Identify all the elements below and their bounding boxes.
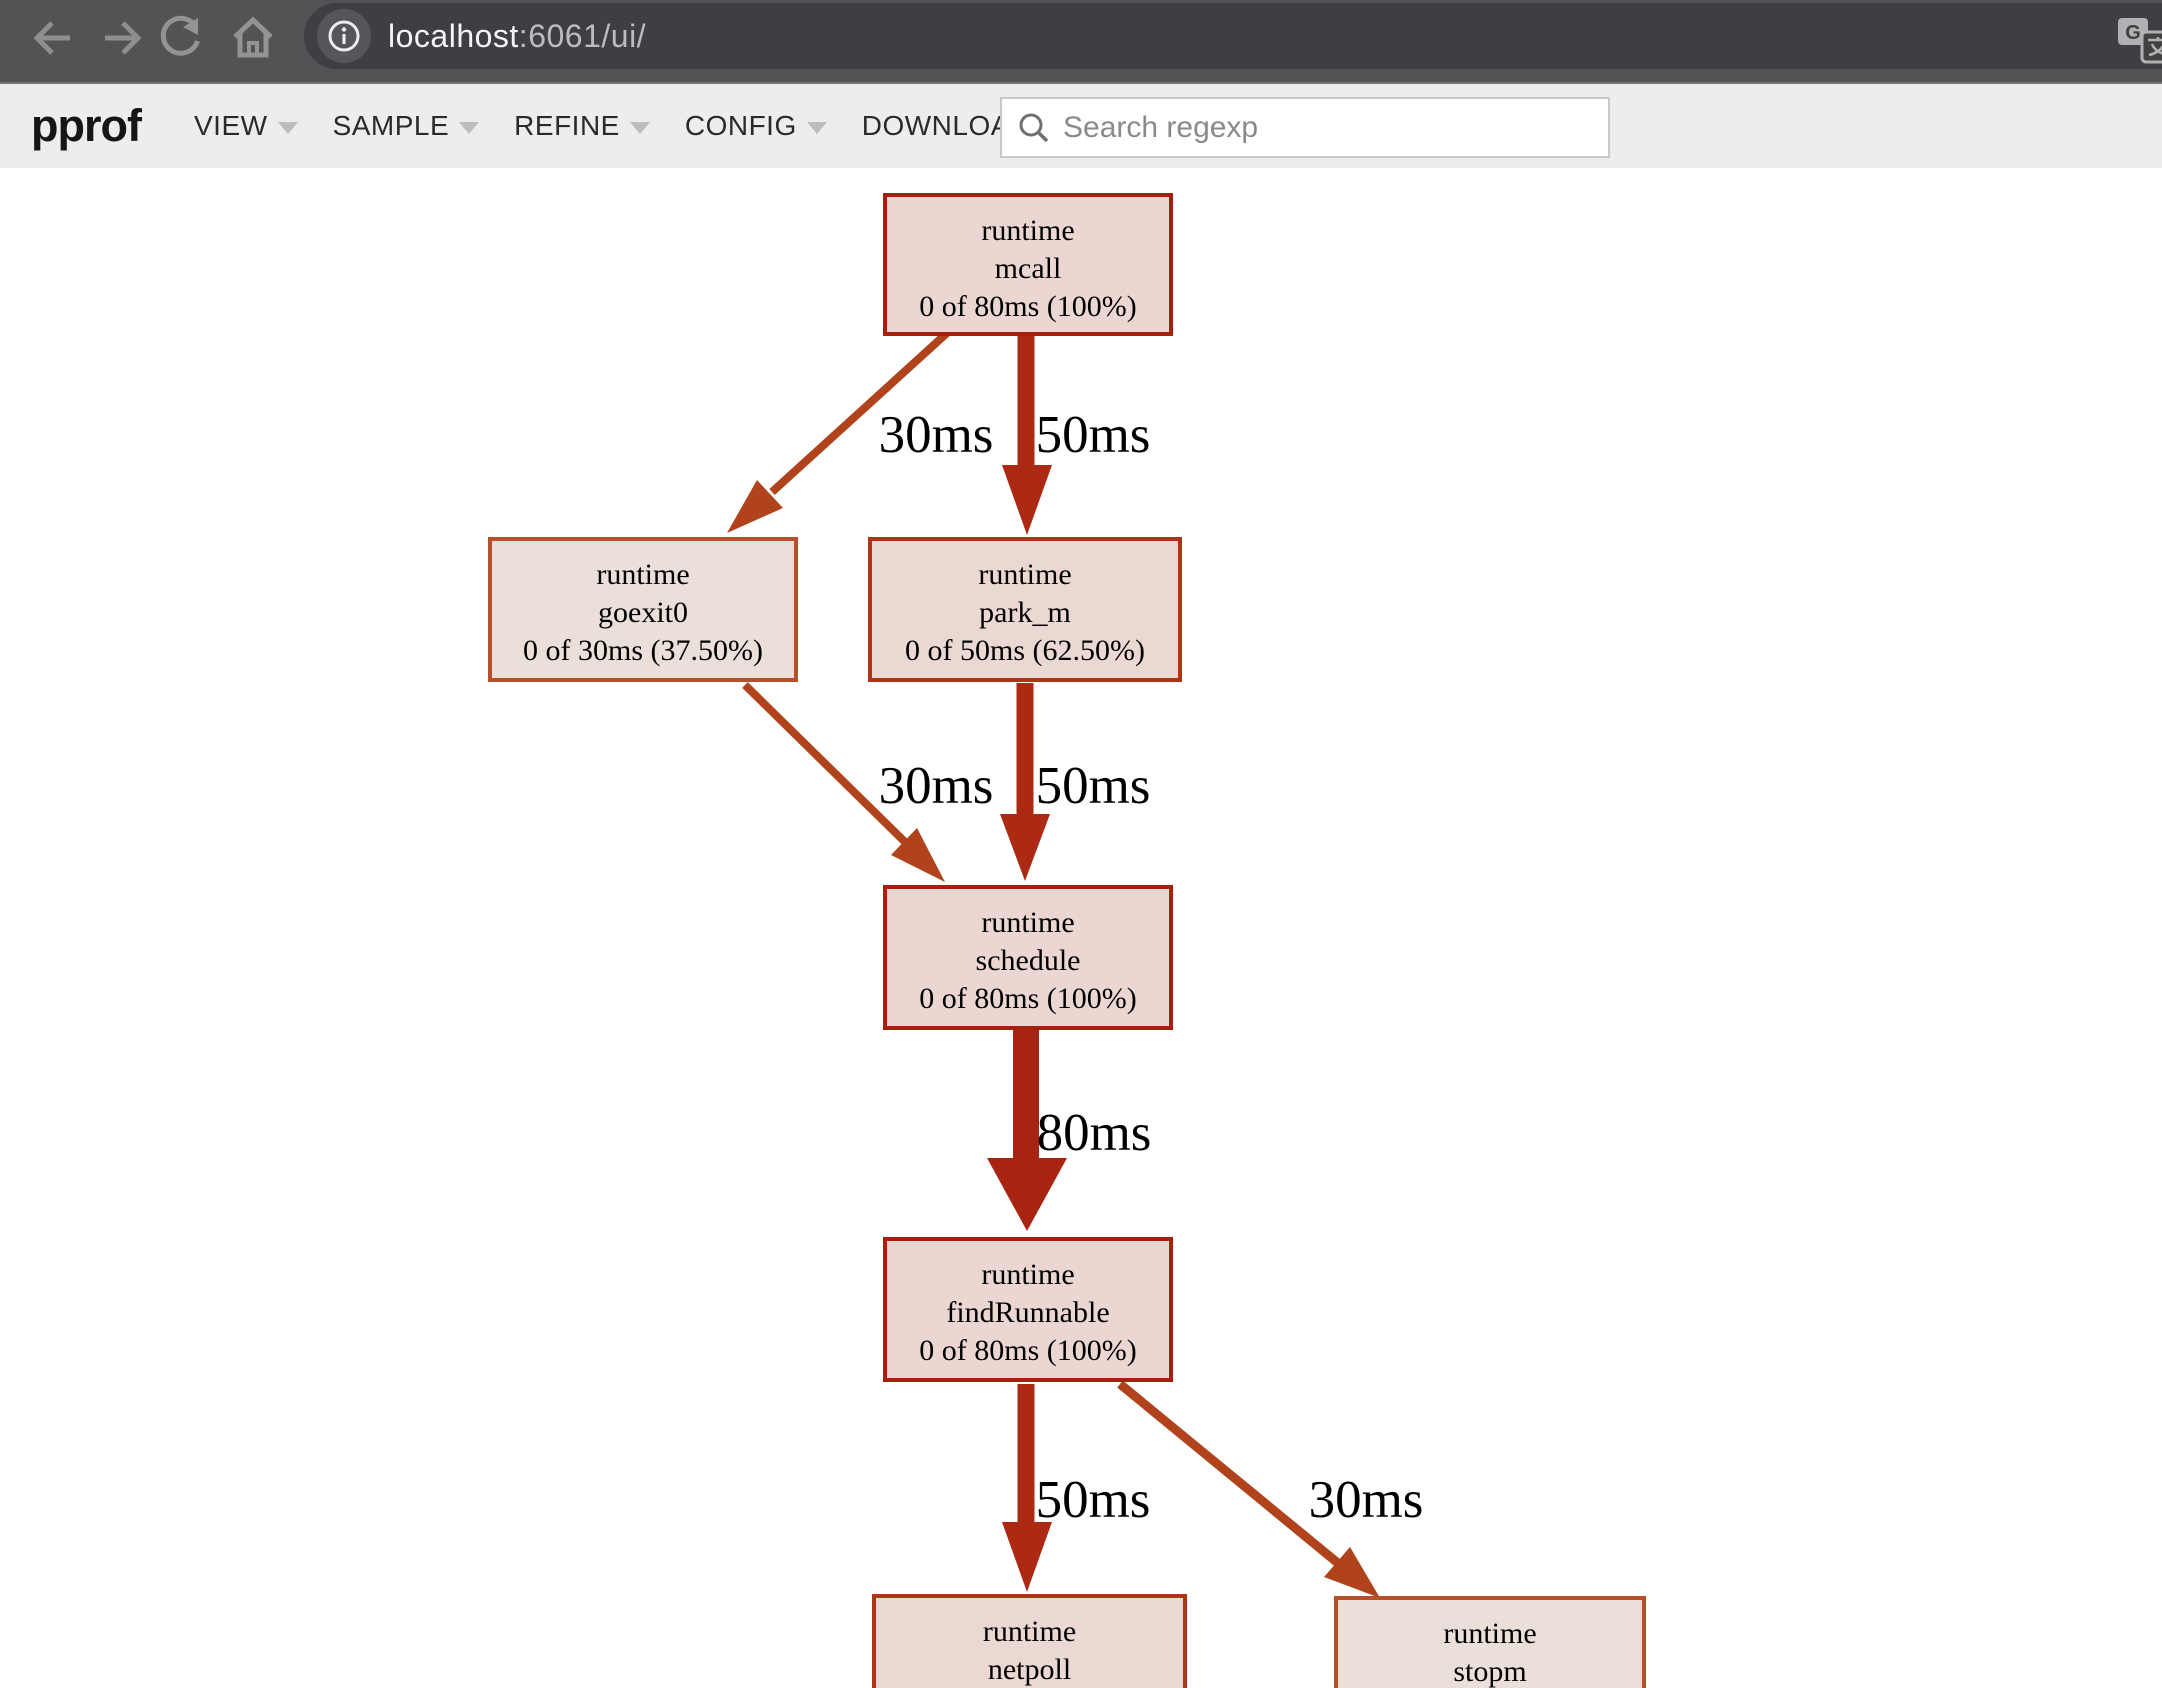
edge-label-mcall-parkm: 50ms: [1035, 406, 1151, 464]
chevron-down-icon: [459, 121, 480, 134]
graph-node-findrunnable[interactable]: runtime findRunnable 0 of 80ms (100%): [883, 1237, 1173, 1382]
menu-config[interactable]: CONFIG: [685, 110, 827, 142]
back-icon[interactable]: [29, 14, 77, 62]
browser-toolbar: localhost:6061/ui/ G: [0, 0, 2162, 84]
search-input[interactable]: [1063, 110, 1583, 145]
page-info-button[interactable]: [317, 9, 371, 63]
graph-node-mcall[interactable]: runtime mcall 0 of 80ms (100%): [883, 193, 1173, 336]
edge-label-parkm-schedule: 50ms: [1035, 757, 1151, 815]
url-host: localhost: [388, 17, 519, 54]
edge-label-schedule-findrunnable: 80ms: [1036, 1104, 1152, 1162]
translate-icon[interactable]: G: [2116, 14, 2162, 66]
graph-node-netpoll[interactable]: runtime netpoll 0 of 50ms (62.50%): [872, 1594, 1187, 1688]
graph-node-stopm[interactable]: runtime stopm 0 of 30ms (37.50%): [1334, 1596, 1646, 1688]
edge-label-goexit0-schedule: 30ms: [878, 757, 994, 815]
call-graph: 30ms 50ms 30ms 50ms 80ms 50ms 30ms runti…: [0, 168, 2162, 1688]
edge-label-findrunnable-netpoll: 50ms: [1035, 1471, 1151, 1529]
edge-label-findrunnable-stopm: 30ms: [1308, 1471, 1424, 1529]
info-icon: [328, 20, 360, 52]
url-bar[interactable]: localhost:6061/ui/: [304, 3, 2162, 69]
search-box[interactable]: [1000, 97, 1610, 158]
chevron-down-icon: [629, 121, 650, 134]
menu-view[interactable]: VIEW: [194, 110, 298, 142]
graph-node-goexit0[interactable]: runtime goexit0 0 of 30ms (37.50%): [488, 537, 798, 682]
menu-refine[interactable]: REFINE: [514, 110, 650, 142]
pprof-logo: pprof: [31, 100, 142, 151]
pprof-header: pprof VIEW SAMPLE REFINE CONFIG DOWNLOAD: [0, 84, 2162, 168]
graph-node-schedule[interactable]: runtime schedule 0 of 80ms (100%): [883, 885, 1173, 1030]
menu-sample[interactable]: SAMPLE: [333, 110, 480, 142]
chevron-down-icon: [806, 121, 827, 134]
url-text[interactable]: localhost:6061/ui/: [388, 3, 646, 69]
search-icon: [1019, 113, 1049, 142]
svg-text:G: G: [2125, 22, 2141, 44]
reload-icon[interactable]: [156, 14, 204, 62]
graph-node-park-m[interactable]: runtime park_m 0 of 50ms (62.50%): [868, 537, 1182, 682]
edge-label-mcall-goexit0: 30ms: [878, 406, 994, 464]
forward-icon[interactable]: [98, 14, 146, 62]
pprof-menu: VIEW SAMPLE REFINE CONFIG DOWNLOAD: [194, 110, 1031, 142]
url-path: :6061/ui/: [518, 17, 647, 54]
home-icon[interactable]: [229, 14, 277, 62]
chevron-down-icon: [277, 121, 298, 134]
